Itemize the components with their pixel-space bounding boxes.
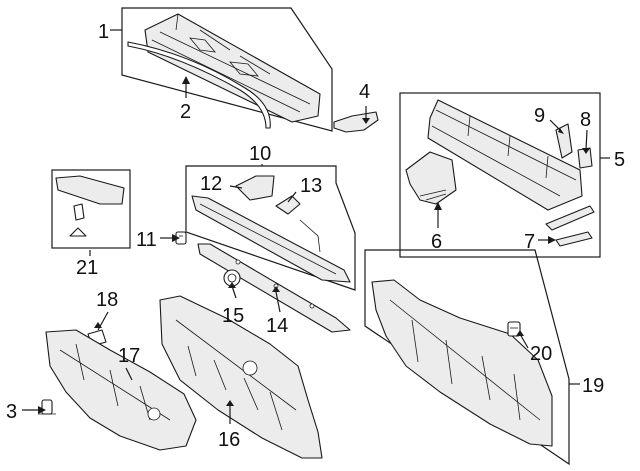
callout-18: 18 xyxy=(96,289,118,311)
callout-14: 14 xyxy=(266,315,288,337)
bracket-6-part xyxy=(405,151,457,205)
cover-21-part xyxy=(55,175,125,205)
callout-21: 21 xyxy=(76,257,98,279)
callout-19: 19 xyxy=(582,375,604,397)
callout-11: 11 xyxy=(136,229,157,251)
cowl-louver-part xyxy=(144,13,321,123)
callout-12: 12 xyxy=(200,173,222,195)
hole-14-c xyxy=(309,303,315,309)
bracket-6-detail xyxy=(419,189,447,201)
insulator-17-detail xyxy=(59,343,171,421)
clip-21-b xyxy=(69,227,87,237)
clip-13-part xyxy=(275,195,301,215)
dash-panel-16-part xyxy=(159,295,323,459)
callout-17: 17 xyxy=(118,345,140,367)
cowl-seal-part xyxy=(127,41,271,129)
insulator-17-part xyxy=(45,329,197,451)
cowl-panel-part xyxy=(427,99,583,211)
group-5-frame xyxy=(399,92,601,258)
callout-9: 9 xyxy=(534,105,545,127)
bolt-20-part xyxy=(507,321,521,337)
callout-20: 20 xyxy=(530,343,552,365)
callout-5: 5 xyxy=(614,149,625,171)
insulator-17-hole xyxy=(147,407,161,421)
clip-21-a xyxy=(73,203,85,221)
callout-3: 3 xyxy=(6,401,17,423)
callout-7: 7 xyxy=(524,231,535,253)
bracket-4-part xyxy=(333,111,379,133)
brace-panel-detail xyxy=(199,203,337,275)
dash-panel-16-detail xyxy=(175,319,297,431)
dash-panel-19-part xyxy=(371,279,553,447)
callout-10: 10 xyxy=(249,143,271,165)
dash-panel-16-hole xyxy=(242,360,258,376)
callout-4: 4 xyxy=(359,81,370,103)
callout-8: 8 xyxy=(580,109,591,131)
callout-1: 1 xyxy=(98,21,109,43)
group-21-frame xyxy=(51,169,131,249)
dash-panel-19-detail xyxy=(389,299,541,421)
group-10-frame xyxy=(185,165,356,291)
callout-6: 6 xyxy=(431,231,442,253)
reinforcement-14-part xyxy=(197,243,351,333)
reinforcement-7-part xyxy=(545,205,595,247)
hole-14-a xyxy=(235,259,241,265)
bracket-12-part xyxy=(235,175,275,201)
group-1-frame xyxy=(121,7,333,132)
callout-16: 16 xyxy=(218,429,240,451)
leader-arrows xyxy=(38,76,590,414)
callout-13: 13 xyxy=(300,175,322,197)
callout-2: 2 xyxy=(180,101,191,123)
group-19-frame xyxy=(364,249,570,466)
callout-15: 15 xyxy=(222,305,244,327)
